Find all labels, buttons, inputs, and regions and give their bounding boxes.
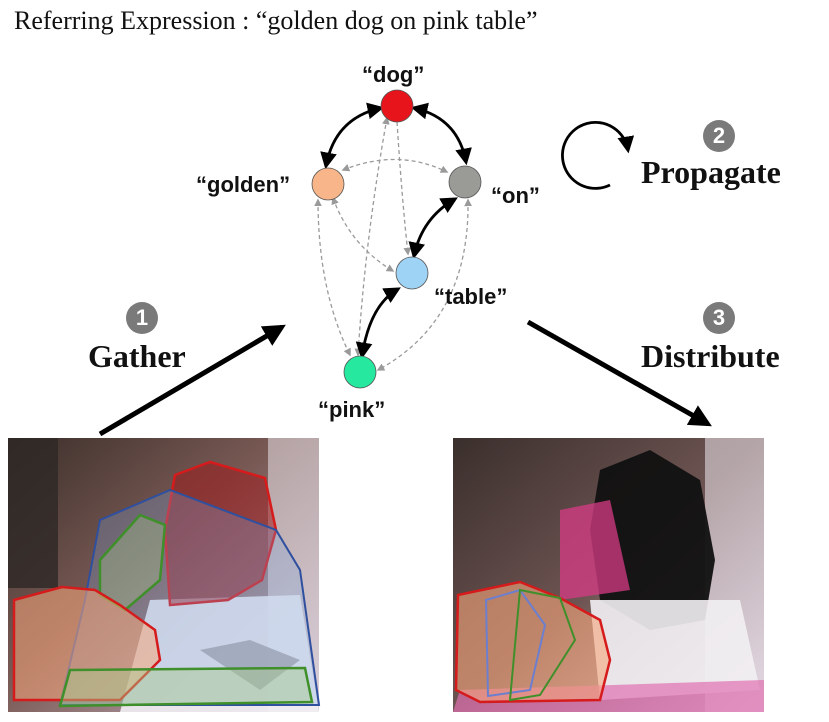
- weak-edge-dog-table: [396, 121, 412, 256]
- edge-on-table: [408, 197, 458, 260]
- node-label-on: “on”: [491, 183, 540, 208]
- output-region-green: [508, 588, 577, 702]
- step-badge-gather: 1: [126, 302, 158, 334]
- weak-edge-golden-pink: [314, 198, 351, 357]
- node-label-golden: “golden”: [196, 172, 291, 197]
- node-label-pink: “pink”: [318, 397, 386, 422]
- distribute-arrow: [526, 319, 712, 427]
- edge-table-pink: [355, 287, 401, 360]
- node-table: [395, 256, 429, 290]
- weak-edges: [314, 116, 473, 371]
- step-label-gather: Gather: [88, 338, 186, 374]
- node-golden: [311, 167, 345, 201]
- step-label-propagate: Propagate: [641, 154, 781, 190]
- gather-arrow: [98, 324, 286, 437]
- propagate-cycle-icon: [561, 120, 635, 190]
- region-pink-2: [58, 666, 314, 708]
- output-region-blue: [484, 588, 547, 698]
- weak-edge-golden-table: [331, 196, 395, 272]
- step-label-distribute: Distribute: [641, 338, 780, 374]
- node-label-table: “table”: [434, 284, 508, 309]
- edge-dog-golden: [320, 102, 385, 170]
- weak-edge-golden-on: [341, 158, 449, 173]
- strong-edges: [320, 102, 472, 360]
- referring-expression-caption: Referring Expression : “golden dog on pi…: [14, 6, 538, 35]
- node-dog: [380, 89, 414, 123]
- step-badge-propagate: 2: [703, 120, 735, 152]
- edge-dog-on: [410, 102, 472, 166]
- step-badge-distribute: 3: [703, 302, 735, 334]
- output-region-golden: [454, 580, 612, 704]
- node-label-dog: “dog”: [362, 62, 425, 87]
- distribute-photo: [453, 438, 764, 712]
- node-on: [448, 165, 482, 199]
- gather-photo: [8, 438, 321, 712]
- region-golden: [12, 585, 162, 702]
- node-pink: [343, 355, 377, 389]
